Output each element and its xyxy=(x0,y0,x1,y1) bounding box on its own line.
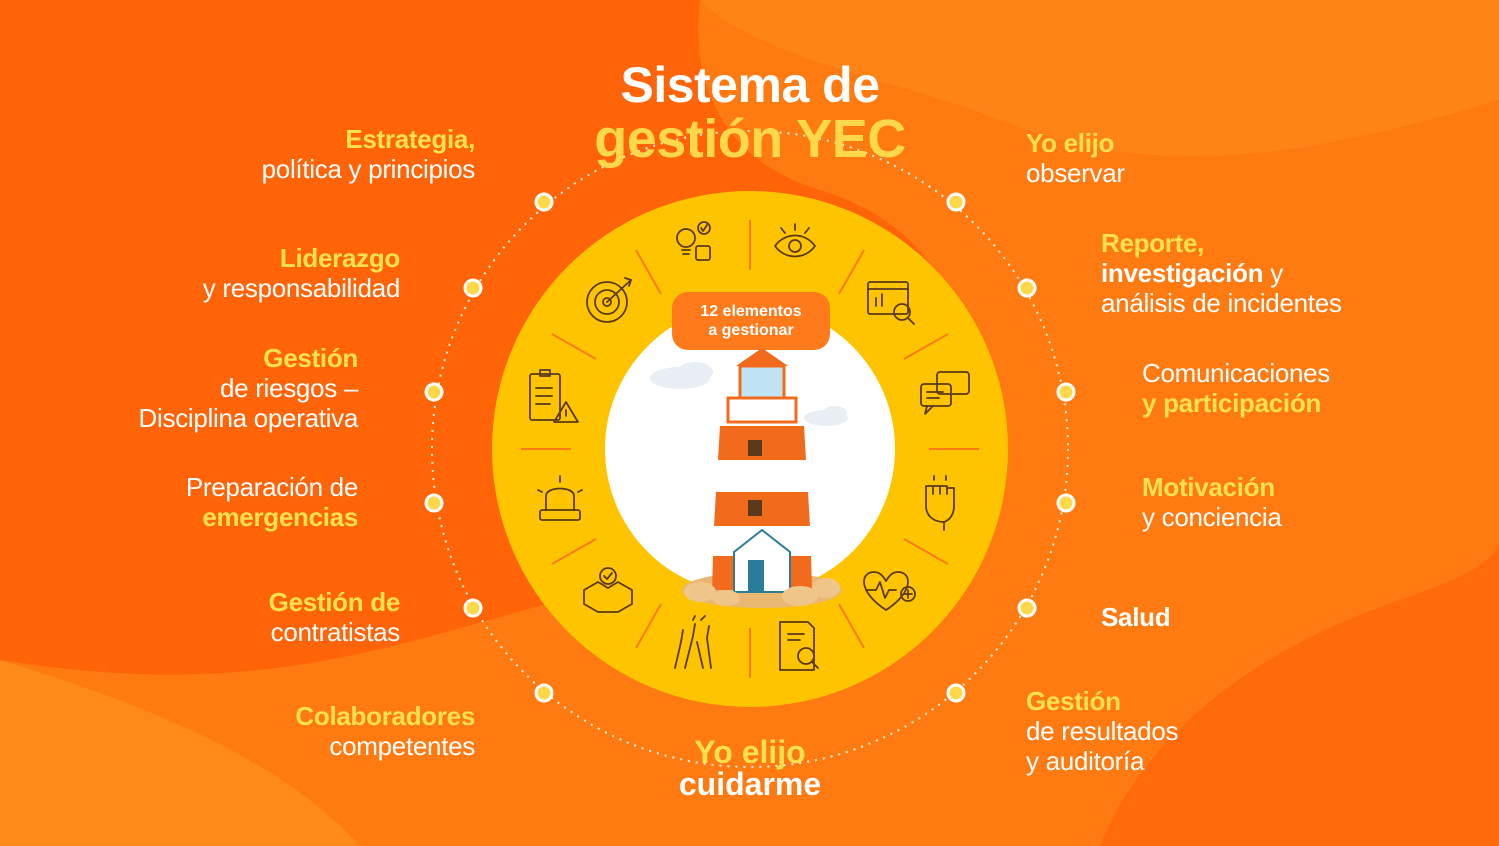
checklist-warning-icon xyxy=(529,369,579,423)
label-gestion-resultados: Gestión de resultados y auditoría xyxy=(1026,686,1179,776)
eye-icon xyxy=(774,223,816,258)
orbit-dots xyxy=(424,192,1076,703)
main-title: Sistema de gestión YEC xyxy=(560,60,940,166)
label-estrategia: Estrategia, política y principios xyxy=(261,124,476,184)
badge-line-2: a gestionar xyxy=(708,322,794,339)
chat-bubbles-icon xyxy=(920,371,970,415)
elements-badge: 12 elementos a gestionar xyxy=(672,292,830,350)
cloud-right xyxy=(804,406,848,426)
target-arrow-icon xyxy=(586,277,632,323)
label-emergencias: Preparación de emergencias xyxy=(185,472,358,532)
title-line-2: gestión YEC xyxy=(594,109,906,169)
label-salud: Salud xyxy=(1101,602,1171,632)
ring-separators xyxy=(521,220,979,678)
cloud-left xyxy=(650,362,713,389)
bottom-title: Yo elijo cuidarme xyxy=(620,736,880,800)
label-gestion-riesgos: Gestión de riesgos – Disciplina operativ… xyxy=(138,343,359,433)
label-motivacion: Motivación y conciencia xyxy=(1142,472,1282,532)
bottom-title-line-1: Yo elijo xyxy=(694,734,806,770)
report-search-icon xyxy=(779,621,819,671)
bottom-title-line-2: cuidarme xyxy=(678,766,822,802)
label-colaboradores: Colaboradores competentes xyxy=(295,701,475,761)
idea-puzzle-icon xyxy=(676,221,711,261)
alarm-light-icon xyxy=(537,475,583,521)
label-liderazgo: Liderazgo y responsabilidad xyxy=(202,243,401,303)
badge-line-1: 12 elementos xyxy=(700,303,802,320)
label-contratistas: Gestión de contratistas xyxy=(268,587,401,647)
dotted-orbit xyxy=(431,130,1069,768)
heart-health-icon xyxy=(863,571,916,611)
lighthouse-illustration xyxy=(650,342,848,608)
label-comunicaciones: Comunicaciones y participación xyxy=(1142,358,1331,418)
label-yo-elijo-observar: Yo elijo observar xyxy=(1026,128,1125,188)
dashboard-search-icon xyxy=(867,281,915,325)
high-five-icon xyxy=(674,615,712,669)
raised-fist-icon xyxy=(925,475,955,531)
label-reporte: Reporte, investigación y análisis de inc… xyxy=(1101,228,1342,318)
handshake-icon xyxy=(583,567,633,613)
title-line-1: Sistema de xyxy=(620,57,880,113)
